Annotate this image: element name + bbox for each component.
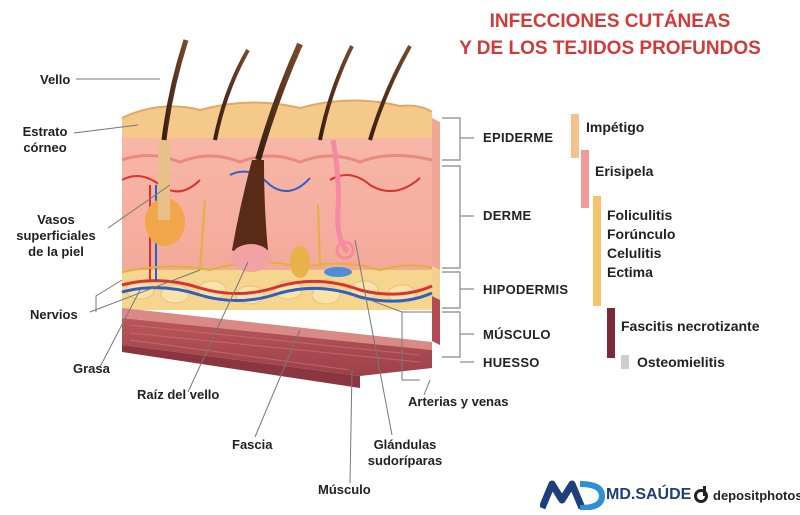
cond-impetigo: Impétigo [586,118,644,137]
pacinian-body [290,246,310,278]
cond-erisipela: Erisipela [595,162,653,181]
bar-fascitis [607,308,615,358]
cond-forunculo: Forúnculo [607,225,675,244]
block-side-face [432,118,440,345]
depositphotos-icon [693,485,709,503]
layer-epiderme: EPIDERME [483,130,553,145]
bar-group [593,196,601,306]
cond-osteomielitis: Osteomielitis [637,353,725,372]
layer-huesso: HUESSO [483,355,540,370]
bar-osteomielitis [621,355,629,369]
label-vasos-superficiales: Vasos superficiales de la piel [2,212,110,260]
layer-brackets [442,118,474,362]
layer-derme: DERME [483,208,531,223]
cond-ectima: Ectima [607,263,653,282]
label-raiz-del-vello: Raíz del vello [137,387,219,403]
label-musculo-bottom: Músculo [318,482,371,498]
brand-mdsaude: MD.SAÚDE [606,486,691,504]
cond-celulitis: Celulitis [607,244,661,263]
layer-musculo: MÚSCULO [483,327,551,342]
label-nervios: Nervios [30,307,78,323]
bar-impetigo [571,114,579,158]
layer-hipodermis: HIPODERMIS [483,282,568,297]
label-glandulas-sudoriparas: Glándulas sudoríparas [360,437,450,469]
label-fascia: Fascia [232,437,272,453]
label-grasa: Grasa [73,361,110,377]
cond-fascitis: Fascitis necrotizante [621,317,760,336]
label-vello: Vello [40,72,70,88]
cond-foliculitis: Foliculitis [607,206,672,225]
label-estrato-corneo: Estrato córneo [15,124,75,156]
md-logo-icon [540,480,610,510]
bar-erisipela [581,150,589,208]
label-arterias-venas: Arterias y venas [408,394,508,410]
brand-depositphotos: depositphotos [713,488,800,503]
